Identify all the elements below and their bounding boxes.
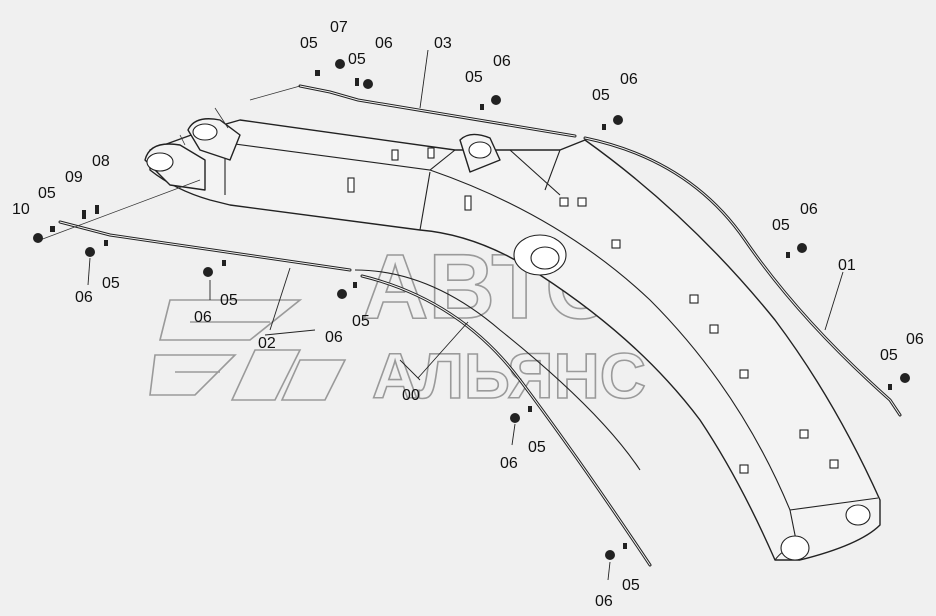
callout-05: 05 [528, 439, 546, 456]
callout-06: 06 [906, 331, 924, 348]
callout-09: 09 [65, 169, 83, 186]
callout-05: 05 [300, 35, 318, 52]
boom-body [144, 118, 881, 561]
callout-05: 05 [772, 217, 790, 234]
callout-06: 06 [75, 289, 93, 306]
pipe-03 [298, 84, 577, 138]
callout-06: 06 [194, 309, 212, 326]
callout-05: 05 [880, 347, 898, 364]
watermark-logo [149, 299, 347, 401]
callout-00: 00 [402, 387, 420, 404]
callout-labels: 05 07 05 06 03 05 06 05 06 05 06 01 05 0… [12, 19, 924, 610]
leader-lines [87, 49, 844, 581]
callout-03: 03 [434, 35, 452, 52]
bolt-group [33, 59, 910, 560]
watermark-line2: АЛЬЯНС [372, 340, 646, 412]
pipe-01 [583, 136, 902, 417]
callout-05: 05 [102, 275, 120, 292]
callout-06: 06 [800, 201, 818, 218]
callout-05: 05 [352, 313, 370, 330]
callout-06: 06 [375, 35, 393, 52]
callout-05: 05 [622, 577, 640, 594]
callout-05: 05 [592, 87, 610, 104]
pipe-00 [360, 274, 652, 567]
callout-06: 06 [595, 593, 613, 610]
callout-05: 05 [348, 51, 366, 68]
pipe-02 [58, 220, 352, 272]
callout-10: 10 [12, 201, 30, 218]
callout-05: 05 [38, 185, 56, 202]
callout-01: 01 [838, 257, 856, 274]
callout-07: 07 [330, 19, 348, 36]
callout-06: 06 [493, 53, 511, 70]
callout-05: 05 [220, 292, 238, 309]
callout-02: 02 [258, 335, 276, 352]
callout-06: 06 [500, 455, 518, 472]
callout-06: 06 [325, 329, 343, 346]
callout-06: 06 [620, 71, 638, 88]
assembly-lines [39, 85, 301, 241]
callout-05: 05 [465, 69, 483, 86]
callout-08: 08 [92, 153, 110, 170]
pipe-inner-line [354, 269, 641, 471]
